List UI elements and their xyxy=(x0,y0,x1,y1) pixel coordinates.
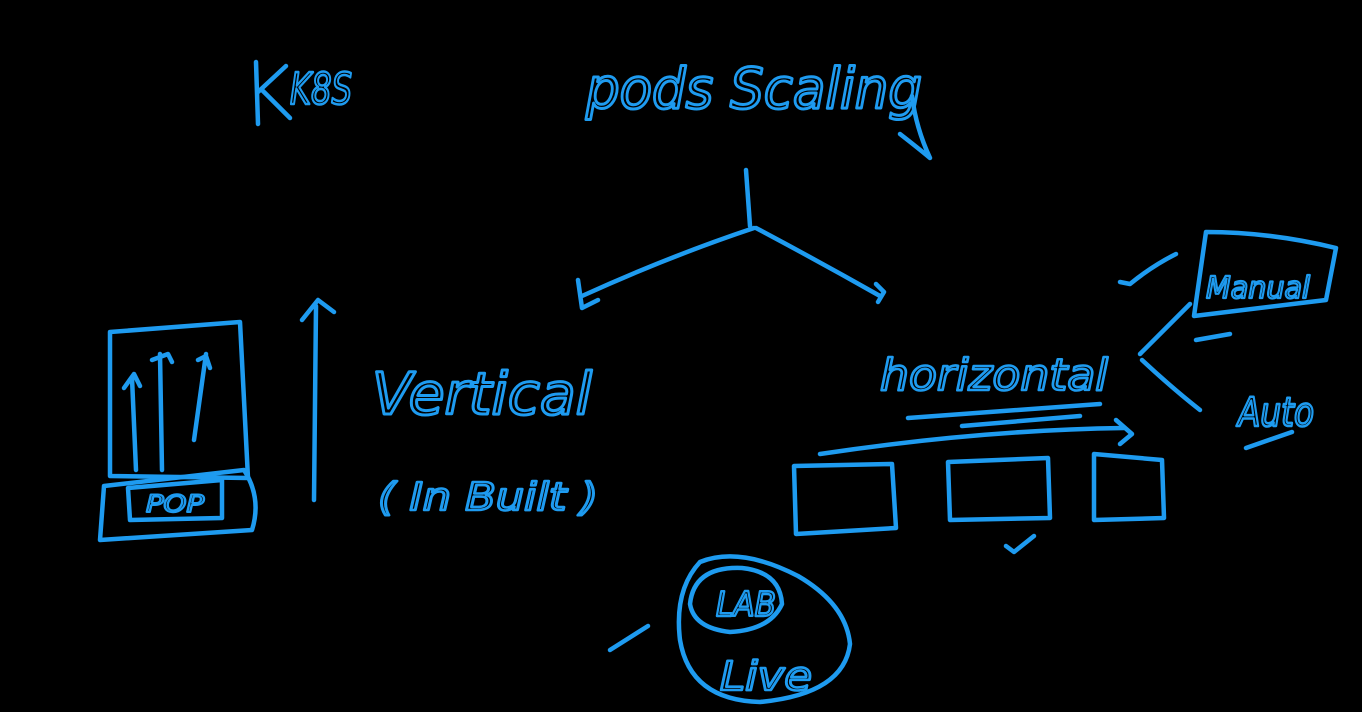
replica-check xyxy=(1003,533,1037,555)
k8s-label: K8S xyxy=(290,64,352,115)
manual-underline xyxy=(1193,331,1233,343)
pod-container-box xyxy=(107,319,251,481)
lab-live-outer-circle xyxy=(676,554,853,705)
replica-box-3 xyxy=(1091,451,1167,523)
ink-strokes xyxy=(97,59,1339,705)
lab-inner-oval xyxy=(687,565,785,635)
branch-to-manual xyxy=(1137,301,1193,357)
handwritten-labels: K8S pods Scaling Vertical ( In Built ) P… xyxy=(145,56,1315,702)
lab-live-check xyxy=(607,623,651,653)
vertical-label: Vertical xyxy=(372,360,592,428)
pop-outer-box xyxy=(97,467,258,543)
tree-right-branch xyxy=(753,225,887,305)
vertical-note: ( In Built ) xyxy=(378,475,598,519)
horizontal-underline-1 xyxy=(905,401,1103,421)
branch-to-auto xyxy=(1139,357,1203,413)
manual-label: Manual xyxy=(1206,271,1311,306)
horizontal-underline-2 xyxy=(959,413,1083,429)
tree-left-branch xyxy=(575,225,757,311)
replica-box-2 xyxy=(945,455,1053,523)
tree-trunk xyxy=(743,167,753,229)
manual-check xyxy=(1117,251,1179,287)
scaling-tail-stroke xyxy=(897,93,933,161)
live-label: Live xyxy=(720,654,812,700)
pods-scaling-title: pods Scaling xyxy=(585,57,922,122)
auto-underline xyxy=(1243,429,1295,451)
pod-arrow-1 xyxy=(121,371,143,473)
replica-arrow xyxy=(817,417,1135,457)
replica-box-1 xyxy=(791,461,899,537)
lab-label: LAB xyxy=(716,585,776,625)
manual-box xyxy=(1191,229,1339,319)
k8s-stroke xyxy=(253,59,293,127)
vertical-up-arrow xyxy=(299,297,337,503)
pod-arrow-2 xyxy=(149,351,175,473)
pop-inner-box xyxy=(125,477,225,523)
pod-arrow-3 xyxy=(191,351,213,443)
horizontal-label: horizontal xyxy=(880,350,1109,401)
auto-label: Auto xyxy=(1236,390,1314,436)
pop-label: POP xyxy=(146,490,205,518)
